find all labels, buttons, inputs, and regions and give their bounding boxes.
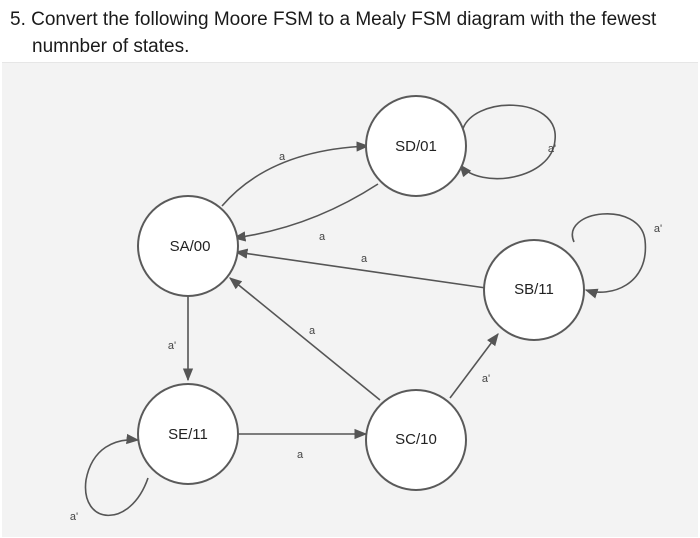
state-se: [137, 383, 239, 485]
edge-label-sc-to-sa: a: [309, 325, 316, 337]
edge-label-sc-to-sb: a': [482, 373, 490, 385]
edge-sb-to-sa: [234, 248, 487, 289]
question-line-1: 5. Convert the following Moore FSM to a …: [10, 9, 657, 30]
question-text: 5. Convert the following Moore FSM to a …: [10, 6, 690, 60]
state-sc: [365, 389, 467, 491]
edge-sc-to-sa: [229, 277, 381, 401]
state-sa-label: SA/00: [170, 238, 211, 255]
edge-label-sd-to-sa: a: [319, 231, 326, 243]
state-sc-label: SC/10: [395, 431, 437, 448]
state-sb: [483, 239, 585, 341]
edge-se-self-loop: [84, 433, 149, 517]
edge-sd-self-loop: [459, 104, 556, 180]
question-line-2: numnber of states.: [32, 36, 190, 57]
state-sd: [365, 95, 467, 197]
edge-label-se-to-sc: a: [297, 449, 304, 461]
edge-label-sa-to-se: a': [168, 340, 176, 352]
edge-label-sa-to-sd: a: [279, 151, 286, 163]
edge-label-sb-to-sa: a: [361, 253, 368, 265]
edge-sd-to-sa: [232, 183, 379, 242]
edge-label-sb-self: a': [654, 223, 662, 235]
edge-label-se-self: a': [70, 511, 78, 523]
state-sd-label: SD/01: [395, 138, 437, 155]
edge-label-sd-self: a': [548, 143, 556, 155]
edge-sc-to-sb: [449, 332, 499, 399]
state-sb-label: SB/11: [514, 281, 554, 298]
edge-sb-self-loop: [571, 213, 647, 299]
state-se-label: SE/11: [168, 426, 208, 443]
state-sa: [137, 195, 239, 297]
edge-sa-to-sd: [221, 141, 370, 207]
